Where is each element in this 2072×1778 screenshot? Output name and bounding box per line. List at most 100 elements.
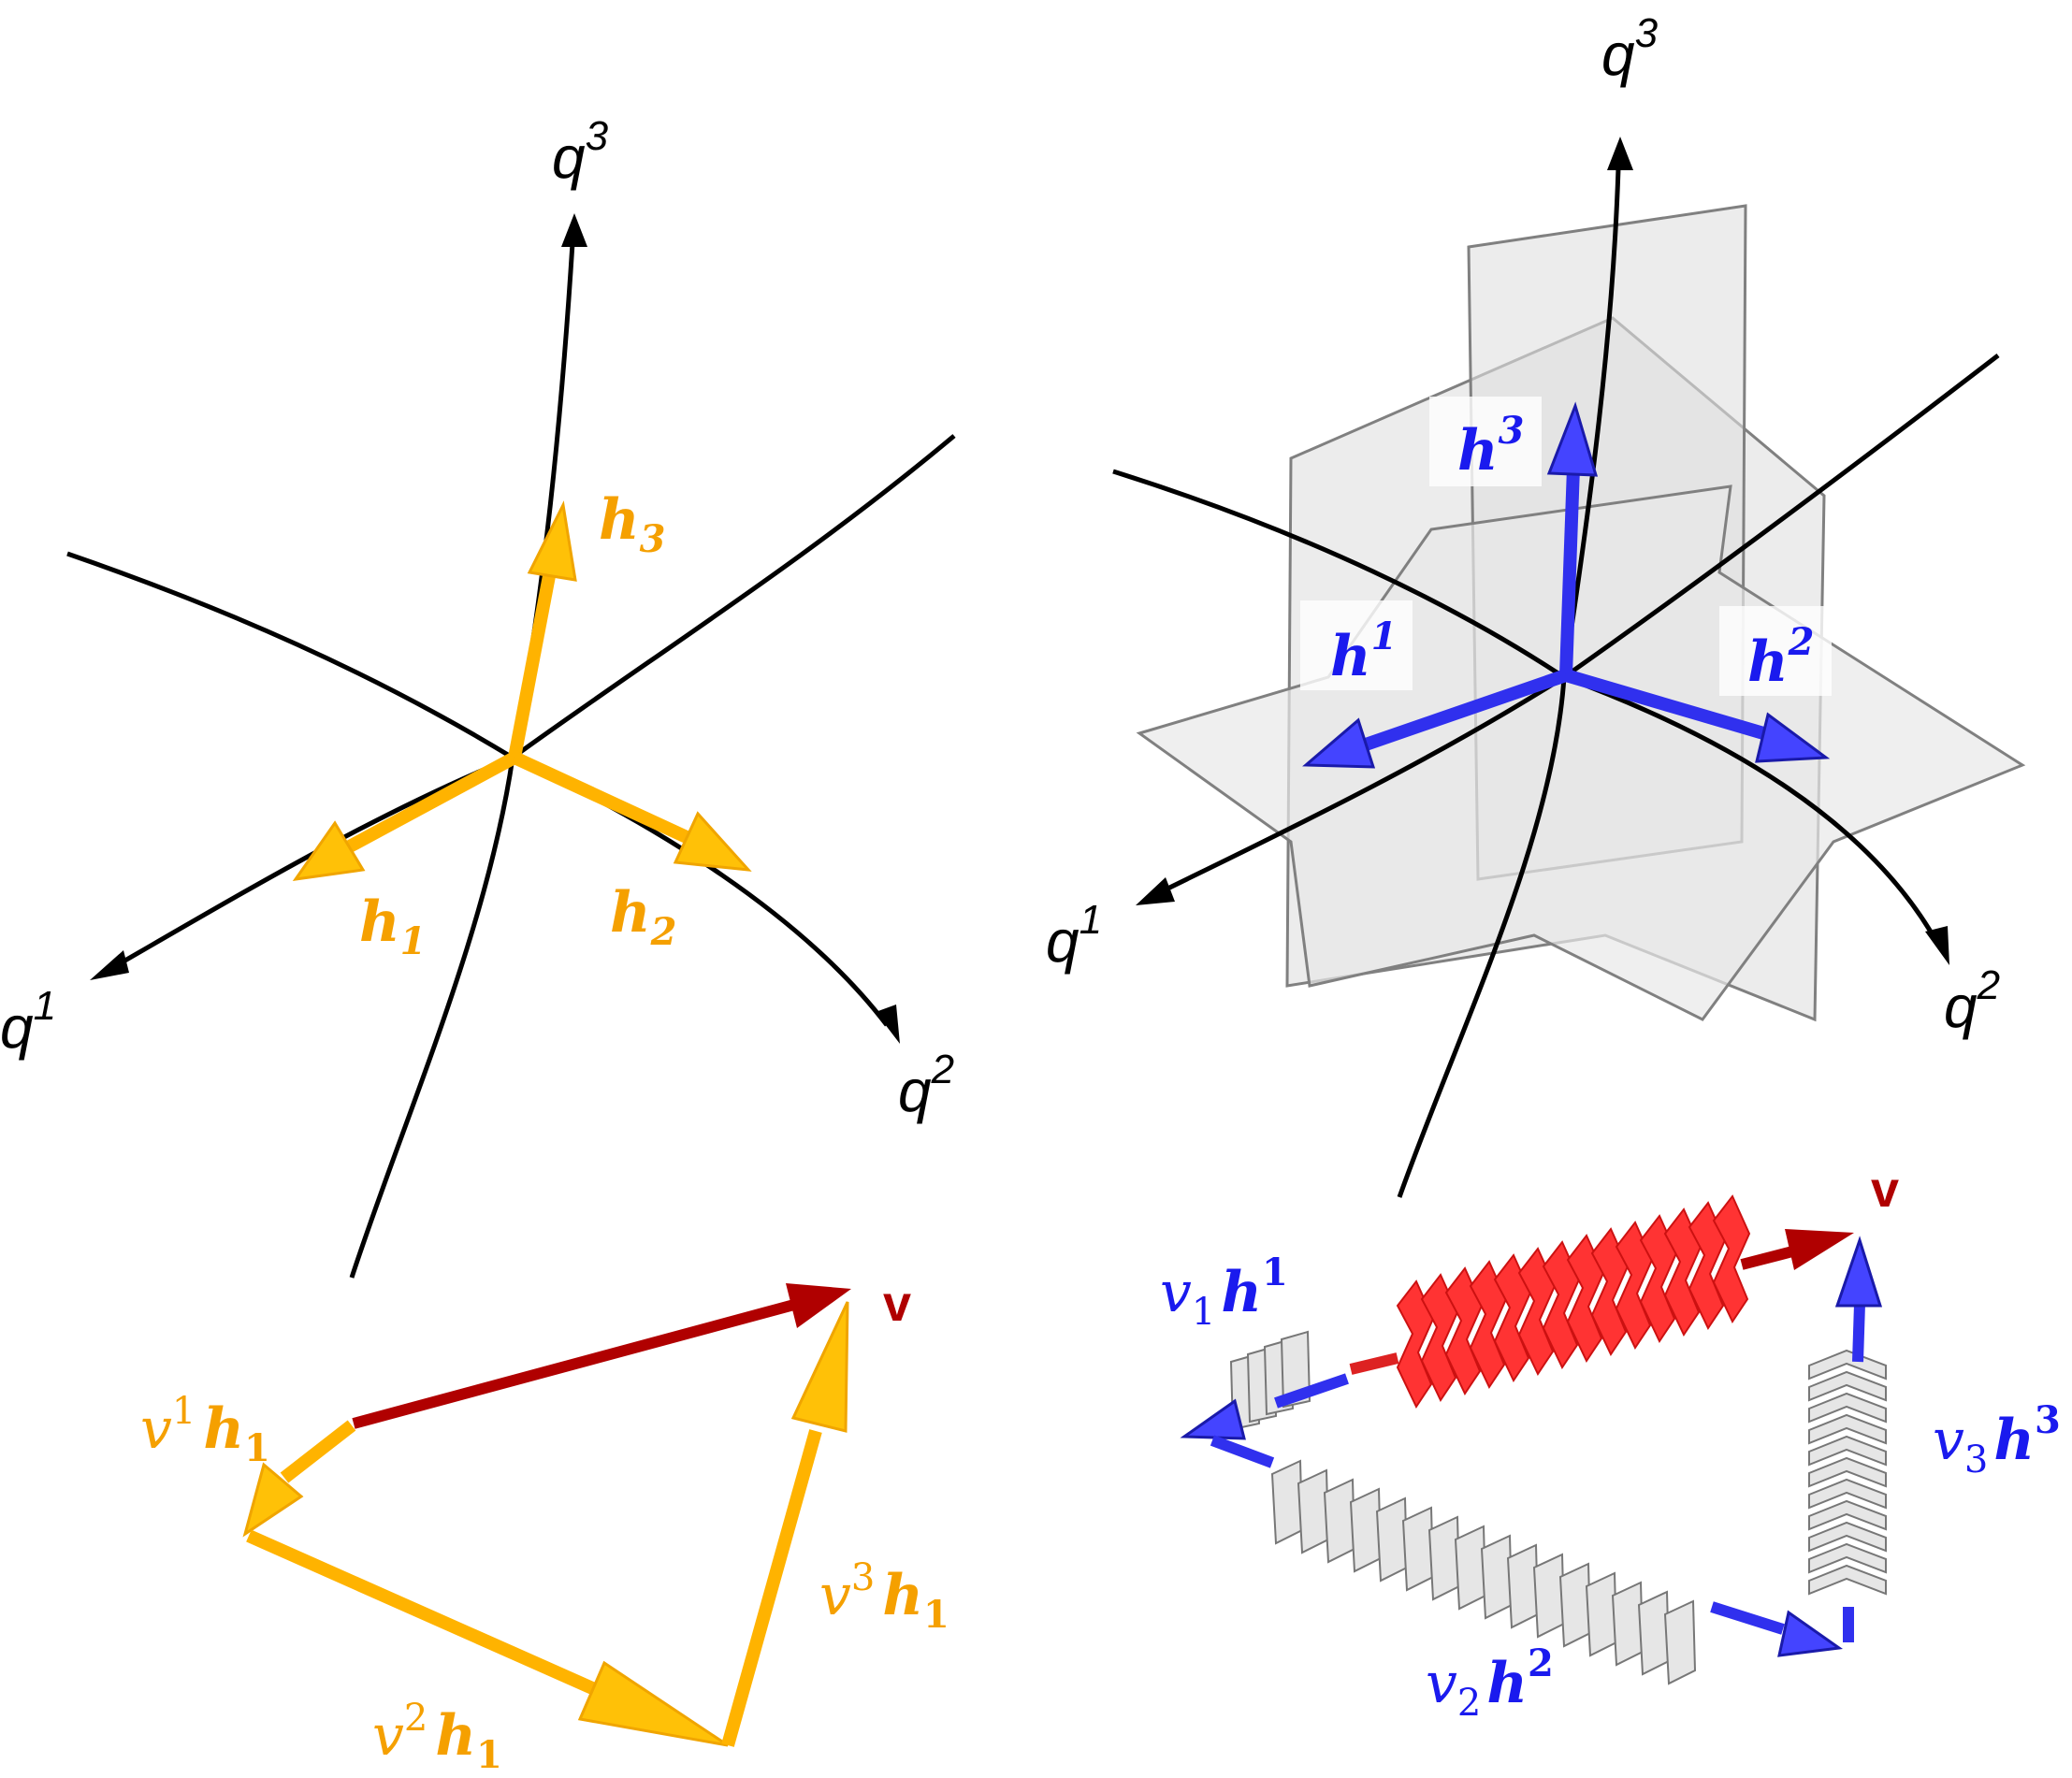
right-h2-label-bg [1719, 606, 1832, 696]
gray-surface-stack-v1 [1229, 1330, 1311, 1431]
gray-surface-b-2 [1297, 1468, 1330, 1554]
gray-surface-c-3 [1808, 1392, 1887, 1424]
right-h2-shaft [1564, 669, 1772, 742]
right-comp1-shaft-2 [1210, 1435, 1275, 1468]
right-comp3-arrowhead [1834, 1236, 1883, 1308]
left-q1-label: q1 [0, 983, 56, 1061]
left-h3-shaft [508, 559, 558, 759]
left-v-shaft [352, 1296, 806, 1429]
left-q2-arrowhead [876, 1005, 900, 1044]
red-surface-10 [1615, 1221, 1654, 1351]
right-q2-label: q2 [1944, 962, 2000, 1040]
left-h1-shaft [344, 751, 518, 854]
gray-surface-c-9 [1808, 1521, 1887, 1553]
left-comp3-shaft [721, 1429, 822, 1747]
gray-surface-c-8 [1808, 1499, 1887, 1531]
surface-q1q2 [1136, 484, 2026, 1021]
gray-surface-b-1 [1270, 1459, 1304, 1545]
left-q2-label: q2 [898, 1047, 954, 1124]
right-comp1-arrowhead [1180, 1398, 1246, 1440]
left-q3-arrowhead [561, 213, 587, 247]
left-h3-label: h3 [599, 487, 665, 561]
gray-surface-c-10 [1808, 1542, 1887, 1574]
right-comp3-shaft-2 [1852, 1303, 1865, 1363]
gray-surface-c-5 [1808, 1435, 1887, 1467]
right-h3-arrowhead [1546, 401, 1599, 477]
right-h1-shaft [1363, 669, 1569, 751]
left-h1-arrowhead [292, 820, 366, 881]
left-comp1-shaft [280, 1420, 356, 1483]
left-q1-curve [66, 551, 518, 972]
gray-surface-b-4 [1349, 1487, 1383, 1573]
left-h2-shaft [512, 751, 691, 845]
right-h1-label-bg [1300, 600, 1413, 690]
right-v-arrowhead [1785, 1229, 1854, 1270]
right-h2-arrowhead [1755, 712, 1831, 763]
red-surface-2 [1420, 1273, 1459, 1403]
red-surface-7 [1542, 1240, 1581, 1370]
right-q1-label: q1 [1046, 897, 1102, 975]
red-surface-5 [1493, 1253, 1532, 1383]
red-surface-6 [1517, 1247, 1557, 1377]
left-h2-arrowhead [673, 811, 752, 872]
red-surface-stack [1396, 1194, 1751, 1409]
right-comp1-shaft [1274, 1373, 1349, 1409]
left-comp2-shaft [246, 1529, 601, 1698]
left-v-arrowhead [786, 1283, 851, 1328]
right-q1-arrowhead [1136, 877, 1175, 905]
gray-surface-b-13 [1585, 1571, 1618, 1657]
gray-surface-c-7 [1808, 1478, 1887, 1510]
right-h3-shaft [1559, 467, 1580, 676]
gray-surface-b-15 [1637, 1590, 1671, 1676]
left-comp1-arrowhead [242, 1462, 304, 1538]
right-h3-label: h3 [1457, 409, 1524, 484]
gray-surface-c-1 [1808, 1349, 1887, 1380]
gray-surface-b-3 [1323, 1478, 1356, 1564]
gray-surface-b-14 [1611, 1581, 1645, 1667]
gray-surface-b-10 [1506, 1543, 1540, 1629]
red-surface-8 [1566, 1234, 1605, 1364]
red-surface-3 [1444, 1266, 1484, 1396]
gray-surface-stack-v2 [1270, 1459, 1697, 1685]
right-h3-label-bg [1429, 397, 1542, 486]
gray-surface-b-11 [1532, 1553, 1566, 1639]
left-h3-arrowhead [527, 500, 577, 582]
gray-surface-c-6 [1808, 1456, 1887, 1488]
gray-surface-c-11 [1808, 1564, 1887, 1596]
gray-surface-stack-v3 [1808, 1349, 1887, 1596]
left-comp2-arrowhead [577, 1660, 729, 1747]
left-q3-label: q3 [552, 113, 609, 191]
right-v-label: v [1871, 1162, 1899, 1218]
left-comp3-arrowhead [790, 1301, 849, 1433]
left-v-label: v [883, 1276, 911, 1332]
gray-surface-b-9 [1480, 1534, 1514, 1620]
left-q2-curve [508, 434, 956, 1027]
right-q2-arrowhead [1925, 926, 1949, 965]
red-surface-4 [1469, 1260, 1508, 1390]
left-q1-arrowhead [90, 950, 129, 980]
right-comp2-arrowhead [1777, 1610, 1844, 1657]
gray-surface-b-5 [1375, 1496, 1409, 1583]
gray-surface-b-6 [1401, 1506, 1435, 1592]
red-surface-13 [1688, 1201, 1727, 1331]
left-frame: q3 q1 q2 h3 h1 h2 [0, 113, 956, 1279]
right-q3-arrowhead [1607, 137, 1633, 170]
red-surface-11 [1639, 1214, 1678, 1344]
gray-surface-b-8 [1454, 1525, 1487, 1611]
red-surface-9 [1590, 1227, 1630, 1357]
left-h1-label: h1 [359, 889, 426, 963]
left-q3-curve [349, 242, 575, 1279]
gray-surface-b-12 [1558, 1562, 1592, 1648]
right-h1-arrowhead [1302, 717, 1376, 769]
red-surface-1 [1396, 1279, 1435, 1409]
right-h1-label: h1 [1330, 614, 1397, 689]
gray-surface-b-16 [1663, 1599, 1697, 1685]
right-h2-label: h2 [1747, 620, 1814, 695]
